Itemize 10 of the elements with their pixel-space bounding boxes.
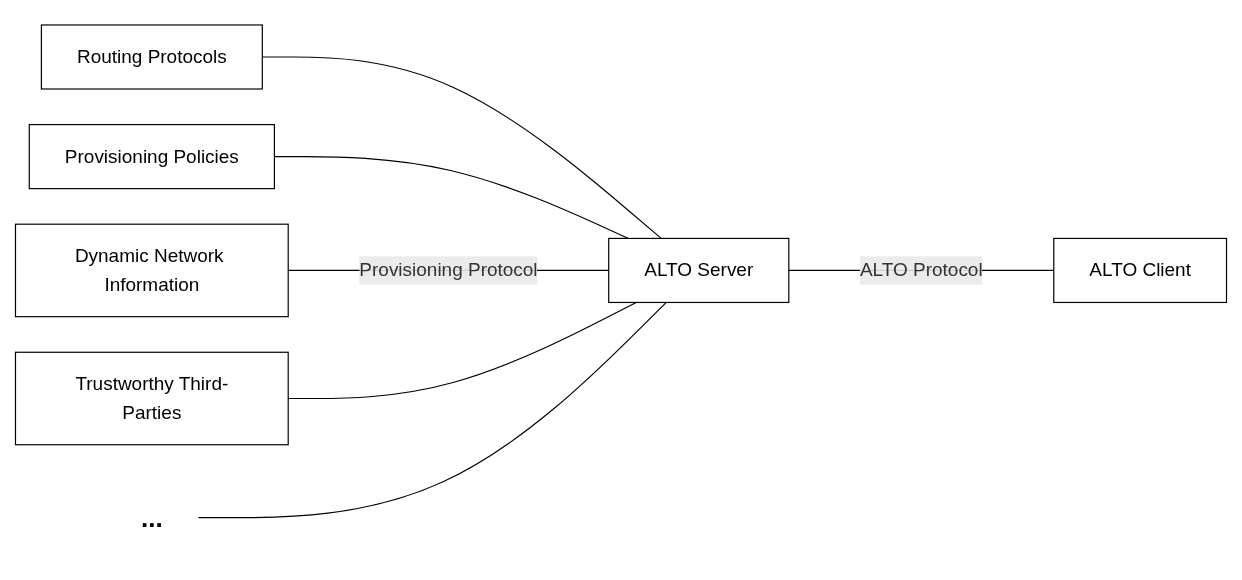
edge-label: Provisioning Protocol bbox=[359, 259, 538, 280]
node-box: ALTO Client bbox=[1053, 237, 1228, 304]
node-box: ALTO Server bbox=[608, 237, 790, 304]
node-box: Provisioning Policies bbox=[28, 124, 275, 190]
connector bbox=[197, 301, 667, 519]
node-box: Routing Protocols bbox=[40, 24, 263, 90]
node-box: Dynamic Network Information bbox=[14, 223, 289, 318]
node-box: Trustworthy Third-Parties bbox=[14, 351, 289, 446]
edge-label: ALTO Protocol bbox=[859, 259, 983, 280]
node-text: ... bbox=[140, 502, 163, 533]
